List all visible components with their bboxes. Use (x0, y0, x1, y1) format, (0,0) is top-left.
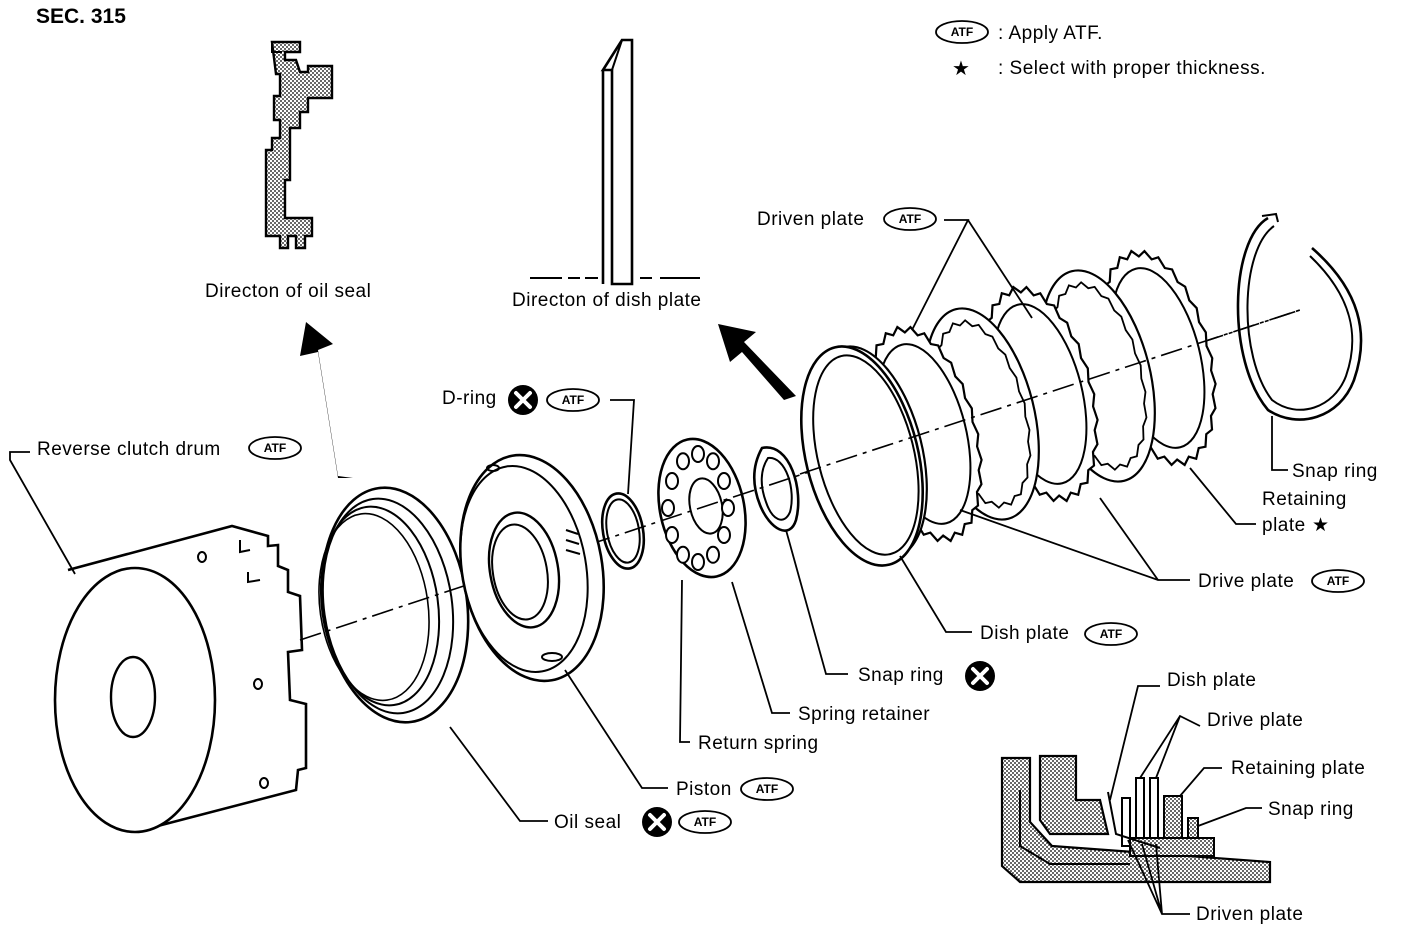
label-snap-ring-small: Snap ring (858, 665, 944, 686)
label-d-ring: D-ring (442, 388, 497, 409)
circled-x-icon (963, 659, 997, 693)
section-title: SEC. 315 (36, 5, 126, 28)
return-spring-coil (691, 553, 705, 571)
spring-retainer (657, 437, 747, 579)
circled-x-icon (640, 805, 674, 839)
return-spring-coil (706, 545, 720, 564)
return-spring-coil (716, 472, 731, 490)
label-retaining-plate-line2: plate (1262, 515, 1306, 536)
return-spring-coil (716, 526, 731, 544)
part-labels: Reverse clutch drum ATF D-ring ATF Oil s… (37, 207, 1378, 839)
return-spring-coil (676, 452, 690, 471)
atf-badge-icon: ATF (1311, 569, 1365, 593)
label-driven-plate: Driven plate (757, 209, 864, 230)
reverse-clutch-drum (53, 524, 308, 834)
star-icon: ★ (1312, 515, 1329, 536)
d-ring (600, 492, 646, 570)
arrow-icon (718, 324, 796, 400)
label-retaining-plate-line1: Retaining (1262, 489, 1347, 510)
atf-badge-icon: ATF (883, 207, 937, 231)
svg-text:ATF: ATF (756, 782, 778, 796)
return-spring-coil (691, 445, 705, 463)
oil-seal-direction-inset: Directon of oil seal (205, 40, 371, 302)
dish-plate-direction-inset: Directon of dish plate (512, 38, 702, 311)
label-oil-seal: Oil seal (554, 812, 621, 833)
legend-star-text: : Select with proper thickness. (998, 58, 1266, 79)
legend: ATF : Apply ATF. ★ : Select with proper … (935, 20, 1266, 80)
return-spring-coil (706, 452, 720, 471)
detail-label-snap-ring: Snap ring (1268, 799, 1354, 820)
label-reverse-clutch-drum: Reverse clutch drum (37, 439, 221, 460)
detail-label-driven-plate: Driven plate (1196, 904, 1303, 925)
arrow-icon (300, 322, 353, 478)
detail-label-retaining-plate: Retaining plate (1231, 758, 1365, 779)
svg-text:ATF: ATF (951, 25, 973, 39)
return-spring-coil (721, 499, 735, 517)
svg-text:ATF: ATF (264, 441, 286, 455)
return-spring-coil (661, 499, 675, 517)
label-spring-retainer: Spring retainer (798, 704, 930, 725)
atf-badge-icon: ATF (740, 777, 794, 801)
clutch-pack (799, 249, 1301, 567)
atf-badge-icon: ATF (935, 20, 989, 44)
piston (458, 453, 606, 683)
circled-x-icon (506, 383, 540, 417)
return-spring-coil (676, 545, 690, 564)
dish-plate-outline (812, 354, 920, 556)
atf-badge-icon: ATF (678, 810, 732, 834)
return-spring-coil (665, 526, 680, 544)
svg-text:ATF: ATF (562, 393, 584, 407)
dish-plate-direction-caption: Directon of dish plate (512, 290, 702, 311)
return-spring-coil (665, 472, 680, 490)
atf-badge-icon: ATF (546, 388, 600, 412)
label-dish-plate: Dish plate (980, 623, 1070, 644)
clutch-axis-line (799, 309, 1301, 475)
oil-seal-direction-caption: Directon of oil seal (205, 281, 371, 302)
svg-text:ATF: ATF (1100, 627, 1122, 641)
star-icon: ★ (952, 58, 970, 80)
svg-text:ATF: ATF (899, 212, 921, 226)
snap-ring-large (1236, 212, 1363, 421)
svg-text:ATF: ATF (1327, 574, 1349, 588)
label-return-spring: Return spring (698, 733, 819, 754)
oil-seal (318, 486, 470, 724)
detail-label-drive-plate: Drive plate (1207, 710, 1303, 731)
detail-label-dish-plate: Dish plate (1167, 670, 1257, 691)
legend-atf-text: : Apply ATF. (998, 23, 1103, 44)
label-drive-plate: Drive plate (1198, 571, 1294, 592)
atf-badge-icon: ATF (1084, 622, 1138, 646)
label-snap-ring-large: Snap ring (1292, 461, 1378, 482)
snap-ring-small (752, 446, 800, 532)
label-piston: Piston (676, 779, 732, 800)
svg-text:ATF: ATF (694, 815, 716, 829)
dish-plate (799, 345, 925, 567)
leader-lines (9, 219, 1288, 822)
assembly-cross-section-detail: Dish plate Drive plate Retaining plate S… (1000, 670, 1365, 925)
atf-badge-icon: ATF (248, 436, 302, 460)
return-spring (661, 445, 735, 571)
